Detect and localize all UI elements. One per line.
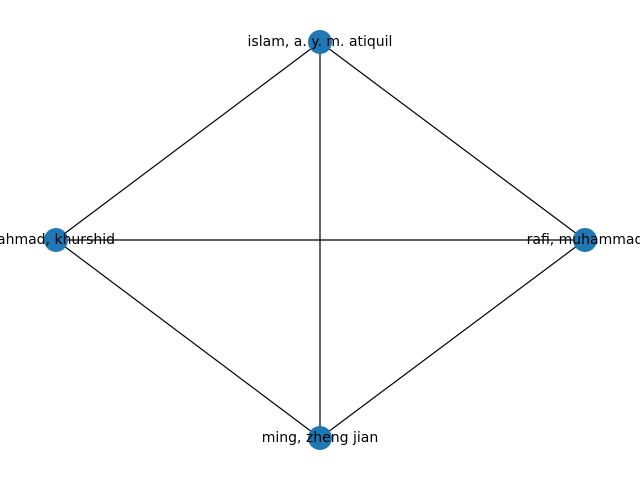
node-rafi	[573, 228, 597, 252]
node-ming	[308, 426, 332, 450]
edge-rafi-ming	[319, 239, 586, 439]
labels-group: islam, a. y. m. atiquil rafi, muhammad min…	[0, 34, 640, 446]
node-label-rafi: rafi, muhammad	[527, 232, 640, 248]
node-ahmad	[44, 228, 68, 252]
nodes-group	[44, 30, 597, 450]
node-islam	[308, 30, 332, 54]
edge-ming-ahmad	[55, 239, 321, 439]
edge-islam-ahmad	[55, 41, 321, 241]
node-label-ahmad: ahmad, khurshid	[0, 232, 115, 248]
node-label-ming: ming, zheng jian	[262, 430, 378, 446]
node-label-islam: islam, a. y. m. atiquil	[248, 34, 393, 50]
edge-islam-rafi	[319, 41, 586, 241]
edges-group	[55, 41, 586, 439]
